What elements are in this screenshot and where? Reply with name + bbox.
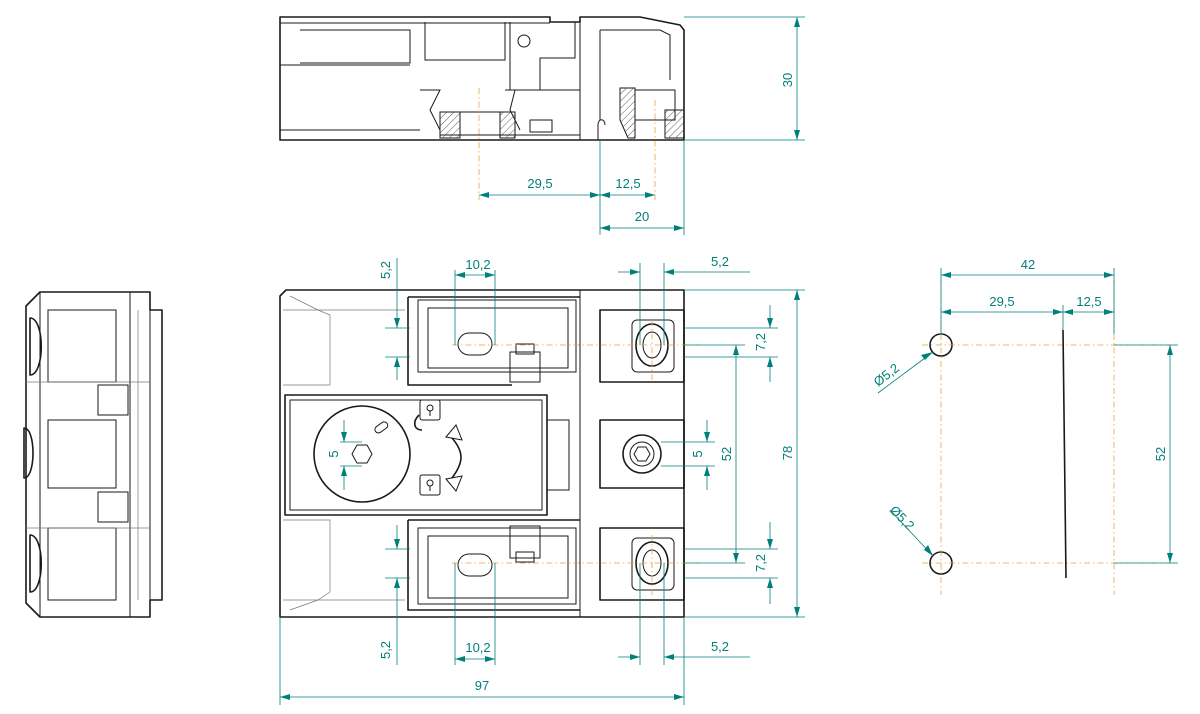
bottom-left-offset-label: 5,2 [378, 641, 393, 659]
terminal-pitch-top-label: 7,2 [753, 333, 768, 351]
center-hole-size-label: 5 [690, 450, 705, 457]
drill-width-label: 42 [1021, 257, 1035, 272]
front-view [279, 289, 700, 618]
drill-pitch-label: 52 [1153, 447, 1168, 461]
top-dim-12-5: 12,5 [615, 176, 640, 191]
top-slot-width-label: 10,2 [465, 257, 490, 272]
left-side-view [23, 291, 163, 618]
top-left-offset-label: 5,2 [378, 261, 393, 279]
front-view-dimensions: 97 78 52 7,2 7,2 5 [279, 254, 805, 705]
knob-hex-size-label: 5 [326, 450, 341, 457]
drill-dim-12-5: 12,5 [1076, 294, 1101, 309]
bottom-slot-width-label: 10,2 [465, 640, 490, 655]
drill-pattern-dimensions: 42 29,5 12,5 52 Ø5,2 Ø5,2 [871, 257, 1178, 564]
overall-height-label: 78 [780, 446, 795, 460]
drill-pattern [922, 280, 1178, 595]
terminal-pitch-bottom-label: 7,2 [753, 554, 768, 572]
top-height-label: 30 [780, 73, 795, 87]
drill-dim-29-5: 29,5 [989, 294, 1014, 309]
top-right-offset-label: 5,2 [711, 254, 729, 269]
top-view [279, 16, 685, 200]
top-dim-29-5: 29,5 [527, 176, 552, 191]
bottom-right-offset-label: 5,2 [711, 639, 729, 654]
overall-width-label: 97 [475, 678, 489, 693]
hole-dia-top-label: Ø5,2 [871, 360, 902, 389]
mounting-pitch-label: 52 [719, 447, 734, 461]
hole-dia-bottom-label: Ø5,2 [887, 503, 918, 534]
top-view-dimensions: 30 29,5 12,5 20 [479, 16, 805, 235]
top-dim-20: 20 [635, 209, 649, 224]
